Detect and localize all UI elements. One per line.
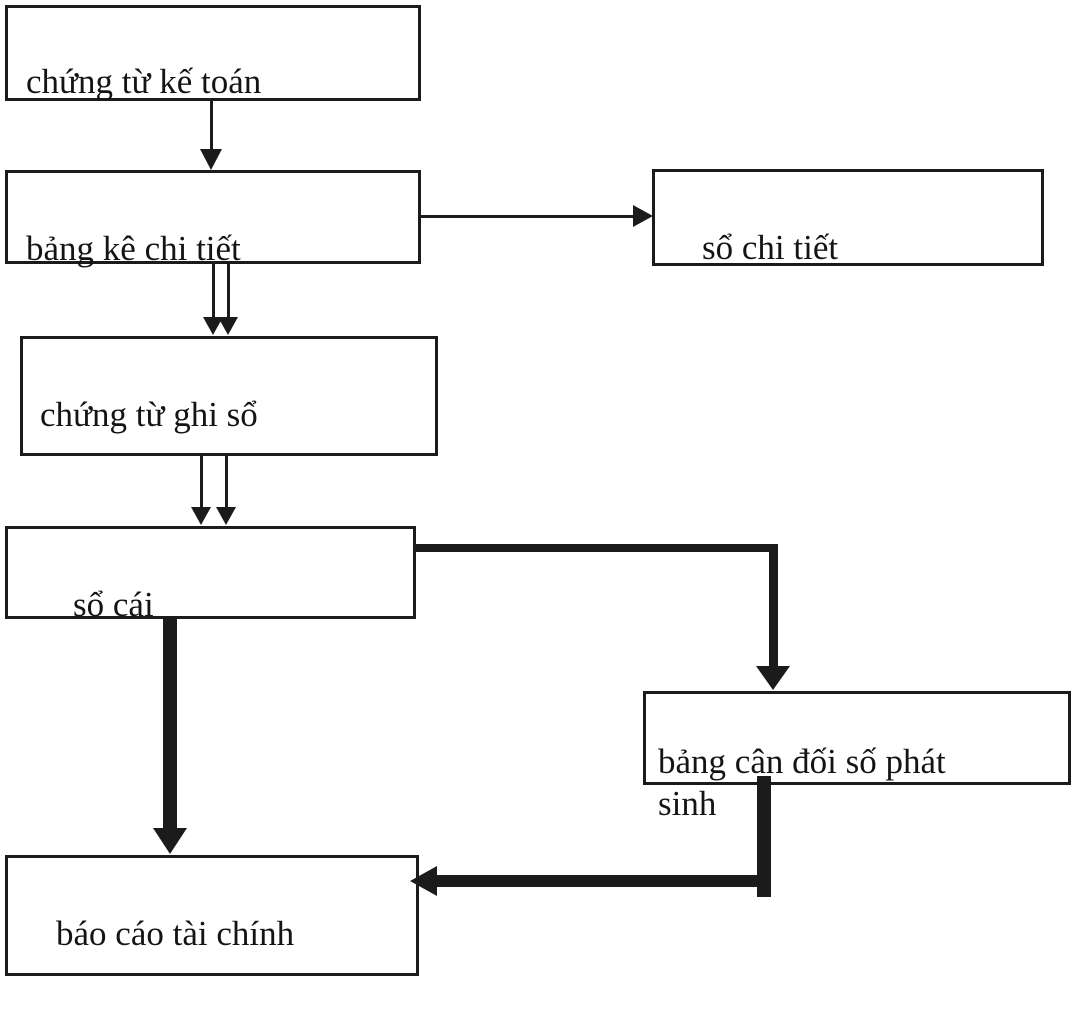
- node-label: sổ cái: [73, 584, 154, 624]
- arrow-line: [421, 215, 634, 218]
- arrow-line-left: [200, 456, 203, 508]
- arrow-head-left-icon: [410, 866, 437, 896]
- arrow-line-vertical: [757, 776, 771, 897]
- arrow-line-horizontal: [437, 875, 771, 887]
- node-chung-tu-ke-toan: chứng từ kế toán: [5, 5, 421, 101]
- node-label: báo cáo tài chính: [56, 913, 295, 953]
- node-so-cai: sổ cái: [5, 526, 416, 624]
- arrow-line-left: [212, 264, 215, 318]
- arrow-head-down-icon: [756, 666, 790, 690]
- arrow-head-down-icon: [216, 507, 236, 525]
- arrow-head-down-icon: [218, 317, 238, 335]
- arrow-line: [210, 101, 213, 151]
- node-label: sổ chi tiết: [702, 227, 839, 267]
- node-so-chi-tiet: sổ chi tiết: [652, 169, 1044, 267]
- node-bang-ke-chi-tiet: bảng kê chi tiết: [5, 170, 421, 268]
- node-label: bảng kê chi tiết: [26, 228, 241, 268]
- node-label: chứng từ ghi sổ: [40, 394, 258, 434]
- arrow-head-down-icon: [153, 828, 187, 854]
- arrow-line-right: [227, 264, 230, 318]
- node-label: bảng cân đối số phát sinh: [658, 741, 946, 824]
- arrow-head-down-icon: [200, 149, 222, 170]
- arrow-line-vertical: [769, 544, 778, 668]
- arrow-line-horizontal: [414, 544, 778, 552]
- node-bao-cao-tai-chinh: báo cáo tài chính: [5, 855, 419, 976]
- arrow-line: [163, 618, 177, 830]
- arrow-line-right: [225, 456, 228, 508]
- node-label: chứng từ kế toán: [26, 61, 262, 101]
- arrow-head-down-icon: [191, 507, 211, 525]
- arrow-head-right-icon: [633, 205, 653, 227]
- node-chung-tu-ghi-so: chứng từ ghi sổ: [20, 336, 438, 456]
- node-bang-can-doi-so-phat-sinh: bảng cân đối số phát sinh: [643, 691, 1071, 823]
